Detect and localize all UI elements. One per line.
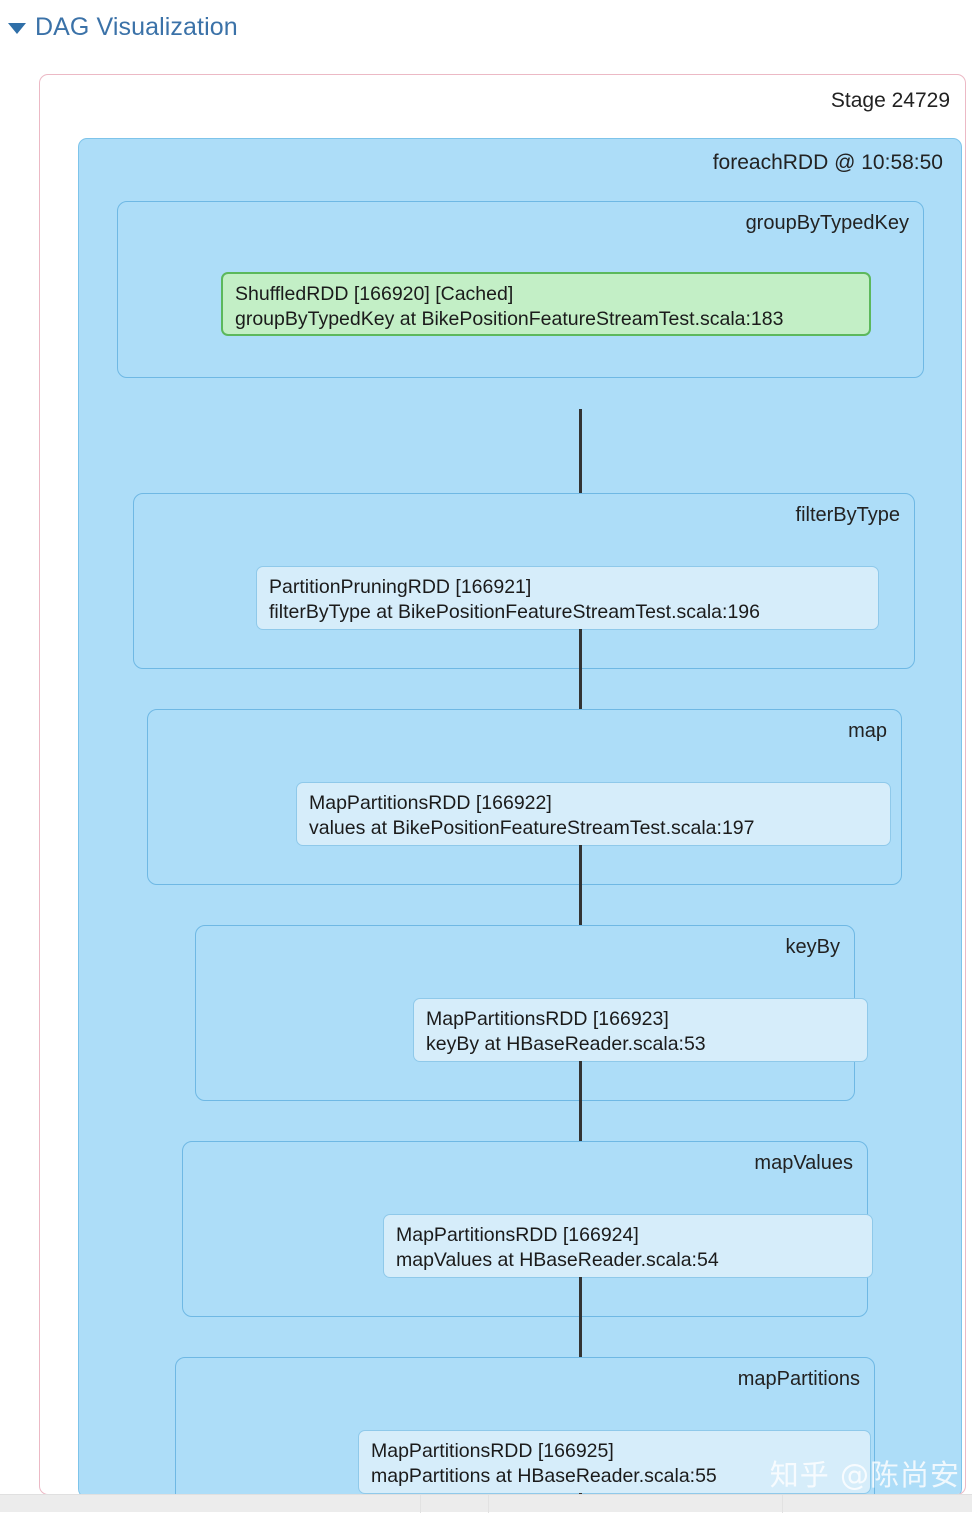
- scope-label: mapPartitions: [737, 1368, 860, 1390]
- rdd-node-line2: values at BikePositionFeatureStreamTest.…: [309, 817, 755, 839]
- scrollbar-thumb[interactable]: [0, 1498, 420, 1510]
- scrollbar-tick: [420, 1495, 421, 1513]
- rdd-node-line2: filterByType at BikePositionFeatureStrea…: [269, 601, 760, 623]
- rdd-node-line1: MapPartitionsRDD [166925]: [371, 1440, 614, 1462]
- rdd-node-shuffledrdd[interactable]: ShuffledRDD [166920] [Cached] groupByTyp…: [221, 272, 871, 336]
- scope-box-keyby[interactable]: keyBy MapPartitionsRDD [166923] keyBy at…: [195, 925, 868, 1101]
- stage-container: Stage 24729 foreachRDD @ 10:58:50 groupB…: [39, 74, 966, 1495]
- rdd-node-line1: ShuffledRDD [166920] [Cached]: [235, 283, 514, 305]
- dag-edge-4: [579, 1061, 582, 1202]
- rdd-node-line1: MapPartitionsRDD [166923]: [426, 1008, 669, 1030]
- scope-box-map[interactable]: map MapPartitionsRDD [166922] values at …: [147, 709, 902, 885]
- job-scope-foreachrdd: foreachRDD @ 10:58:50 groupByTypedKey Sh…: [78, 138, 962, 1494]
- scope-box-groupbytypedkey[interactable]: groupByTypedKey ShuffledRDD [166920] [Ca…: [117, 201, 924, 378]
- scope-label: map: [848, 720, 887, 742]
- dag-edge-6: [579, 1493, 582, 1494]
- dag-edge-3: [579, 845, 582, 986]
- scrollbar-tick: [782, 1495, 783, 1513]
- rdd-node-line1: MapPartitionsRDD [166924]: [396, 1224, 639, 1246]
- scope-box-filterbytype[interactable]: filterByType PartitionPruningRDD [166921…: [133, 493, 915, 669]
- scope-box-mapvalues[interactable]: mapValues MapPartitionsRDD [166924] mapV…: [182, 1141, 873, 1317]
- scope-label: mapValues: [754, 1152, 853, 1174]
- dag-visualization-header[interactable]: DAG Visualization: [8, 10, 238, 44]
- rdd-node-mappartitionsrdd-166925[interactable]: MapPartitionsRDD [166925] mapPartitions …: [358, 1430, 871, 1494]
- rdd-node-line1: MapPartitionsRDD [166922]: [309, 792, 552, 814]
- rdd-node-mappartitionsrdd-166923[interactable]: MapPartitionsRDD [166923] keyBy at HBase…: [413, 998, 868, 1062]
- dag-edge-1: [579, 409, 582, 551]
- rdd-node-mappartitionsrdd-166922[interactable]: MapPartitionsRDD [166922] values at Bike…: [296, 782, 891, 846]
- scope-box-mappartitions[interactable]: mapPartitions MapPartitionsRDD [166925] …: [175, 1357, 875, 1494]
- rdd-node-line2: keyBy at HBaseReader.scala:53: [426, 1033, 706, 1055]
- horizontal-scrollbar[interactable]: [0, 1494, 972, 1513]
- stage-label: Stage 24729: [830, 89, 950, 112]
- scope-label: filterByType: [795, 504, 900, 526]
- rdd-node-line2: mapValues at HBaseReader.scala:54: [396, 1249, 719, 1271]
- rdd-node-partitionpruningrdd[interactable]: PartitionPruningRDD [166921] filterByTyp…: [256, 566, 879, 630]
- page-title: DAG Visualization: [35, 12, 238, 41]
- scrollbar-tick: [488, 1495, 489, 1513]
- dag-edge-5: [579, 1277, 582, 1418]
- rdd-node-line2: groupByTypedKey at BikePositionFeatureSt…: [235, 308, 784, 330]
- scope-label: groupByTypedKey: [745, 212, 909, 234]
- job-scope-label: foreachRDD @ 10:58:50: [712, 151, 943, 174]
- rdd-node-mappartitionsrdd-166924[interactable]: MapPartitionsRDD [166924] mapValues at H…: [383, 1214, 873, 1278]
- dag-edge-2: [579, 629, 582, 770]
- rdd-node-line2: mapPartitions at HBaseReader.scala:55: [371, 1465, 717, 1487]
- caret-down-icon[interactable]: [8, 23, 26, 34]
- scope-label: keyBy: [785, 936, 840, 958]
- rdd-node-line1: PartitionPruningRDD [166921]: [269, 576, 532, 598]
